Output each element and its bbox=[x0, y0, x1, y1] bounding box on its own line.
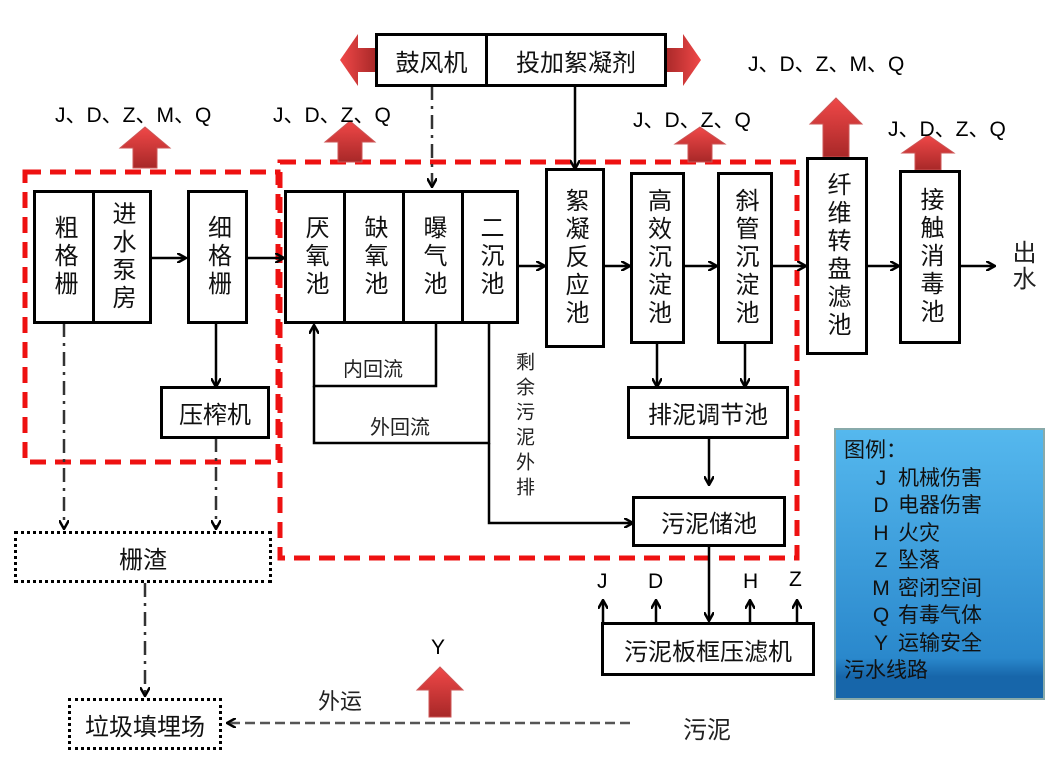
sludge-adjust-tank-box: 排泥调节池 bbox=[627, 386, 789, 439]
transport-label: 外运 bbox=[318, 690, 363, 715]
blower-label: 鼓风机 bbox=[395, 48, 468, 77]
flocculant-box: 投加絮凝剂 bbox=[485, 33, 667, 87]
landfill-box: 垃圾填埋场 bbox=[68, 698, 222, 750]
legend-code: Z bbox=[874, 549, 888, 572]
legend-item: Q 有毒气体 bbox=[844, 599, 1035, 627]
risk-sediment: J、D、Z、Q bbox=[633, 109, 751, 132]
risk-press-d: D bbox=[648, 570, 664, 593]
risk-press-z: Z bbox=[789, 568, 802, 591]
plate-filter-press-box: 污泥板框压滤机 bbox=[601, 622, 815, 676]
flocculation-tank-box: 絮凝反应池 bbox=[545, 168, 605, 348]
blower-box: 鼓风机 bbox=[375, 33, 488, 87]
legend-code: H bbox=[873, 521, 889, 545]
pump-house-box: 进水泵房 bbox=[92, 190, 152, 324]
anoxic-tank-box: 缺氧池 bbox=[343, 190, 405, 324]
legend-label: 火灾 bbox=[898, 520, 940, 545]
legend-item: M 密闭空间 bbox=[844, 572, 1035, 600]
treatment-zone bbox=[277, 159, 800, 561]
inner-return-label: 内回流 bbox=[343, 357, 403, 381]
risk-transport: Y bbox=[431, 636, 446, 659]
legend-label: 密闭空间 bbox=[898, 575, 982, 600]
inclined-tube-sediment-box: 斜管沉淀池 bbox=[717, 172, 773, 344]
press-box: 压榨机 bbox=[160, 386, 270, 439]
disinfection-tank-box: 接触消毒池 bbox=[899, 170, 961, 344]
high-efficiency-sediment-box: 高效沉淀池 bbox=[630, 172, 685, 344]
coarse-screen-box: 粗格栅 bbox=[33, 190, 95, 324]
fine-screen-box: 细格栅 bbox=[187, 190, 248, 324]
hazard-arrow-screens bbox=[118, 126, 172, 169]
legend-label: 运输安全 bbox=[898, 630, 982, 655]
legend-label: 有毒气体 bbox=[898, 603, 982, 627]
risk-bio: J、D、Z、Q bbox=[273, 104, 391, 127]
legend-item: D 电器伤害 bbox=[844, 489, 1035, 517]
outer-return-label: 外回流 bbox=[370, 415, 430, 439]
hazard-arrow-blower bbox=[340, 34, 376, 86]
legend-item: Y 运输安全 bbox=[844, 627, 1035, 655]
legend-label: 机械伤害 bbox=[898, 465, 982, 490]
hazard-arrow-flocculant bbox=[665, 34, 701, 86]
screenings-box: 栅渣 bbox=[14, 531, 272, 583]
aeration-tank-box: 曝气池 bbox=[402, 190, 464, 324]
legend-footer: 污水线路 bbox=[844, 658, 928, 682]
risk-press-j: J bbox=[597, 570, 608, 593]
fiber-disc-filter-box: 纤维转盘滤池 bbox=[806, 157, 868, 355]
excess-sludge-label: 剩余污泥外排 bbox=[513, 352, 535, 502]
secondary-clarifier-box: 二沉池 bbox=[461, 190, 519, 324]
legend-title: 图例： bbox=[844, 438, 907, 462]
hazard-arrow-fiber bbox=[808, 97, 864, 158]
legend-code: D bbox=[873, 494, 889, 517]
sludge-label: 污泥 bbox=[683, 716, 731, 744]
risk-press-h: H bbox=[743, 570, 759, 593]
legend-item: Z 坠落 bbox=[844, 544, 1035, 572]
legend: 图例： J 机械伤害 D 电器伤害 H 火灾 Z 坠落 M 密闭空间 Q 有毒气体 Y 运输安… bbox=[834, 428, 1045, 700]
legend-code: M bbox=[872, 576, 890, 600]
sludge-storage-box: 污泥储池 bbox=[632, 496, 786, 547]
legend-label: 电器伤害 bbox=[898, 493, 982, 517]
legend-label: 坠落 bbox=[898, 548, 940, 572]
flocculant-label: 投加絮凝剂 bbox=[516, 48, 636, 77]
legend-code: J bbox=[875, 466, 887, 490]
legend-item: J 机械伤害 bbox=[844, 462, 1035, 490]
legend-item: H 火灾 bbox=[844, 517, 1035, 545]
risk-screens: J、D、Z、M、Q bbox=[55, 104, 212, 127]
legend-code: Y bbox=[873, 631, 888, 655]
hazard-arrow-sediment bbox=[673, 126, 727, 163]
risk-disinfect: J、D、Z、Q bbox=[888, 118, 1006, 141]
outflow-label: 出水 bbox=[1008, 240, 1036, 292]
risk-fiber-filter: J、D、Z、M、Q bbox=[748, 53, 905, 76]
hazard-arrow-transport bbox=[415, 666, 465, 718]
anaerobic-tank-box: 厌氧池 bbox=[284, 190, 346, 324]
legend-code: Q bbox=[872, 604, 890, 627]
hazard-arrow-bio bbox=[323, 120, 377, 163]
